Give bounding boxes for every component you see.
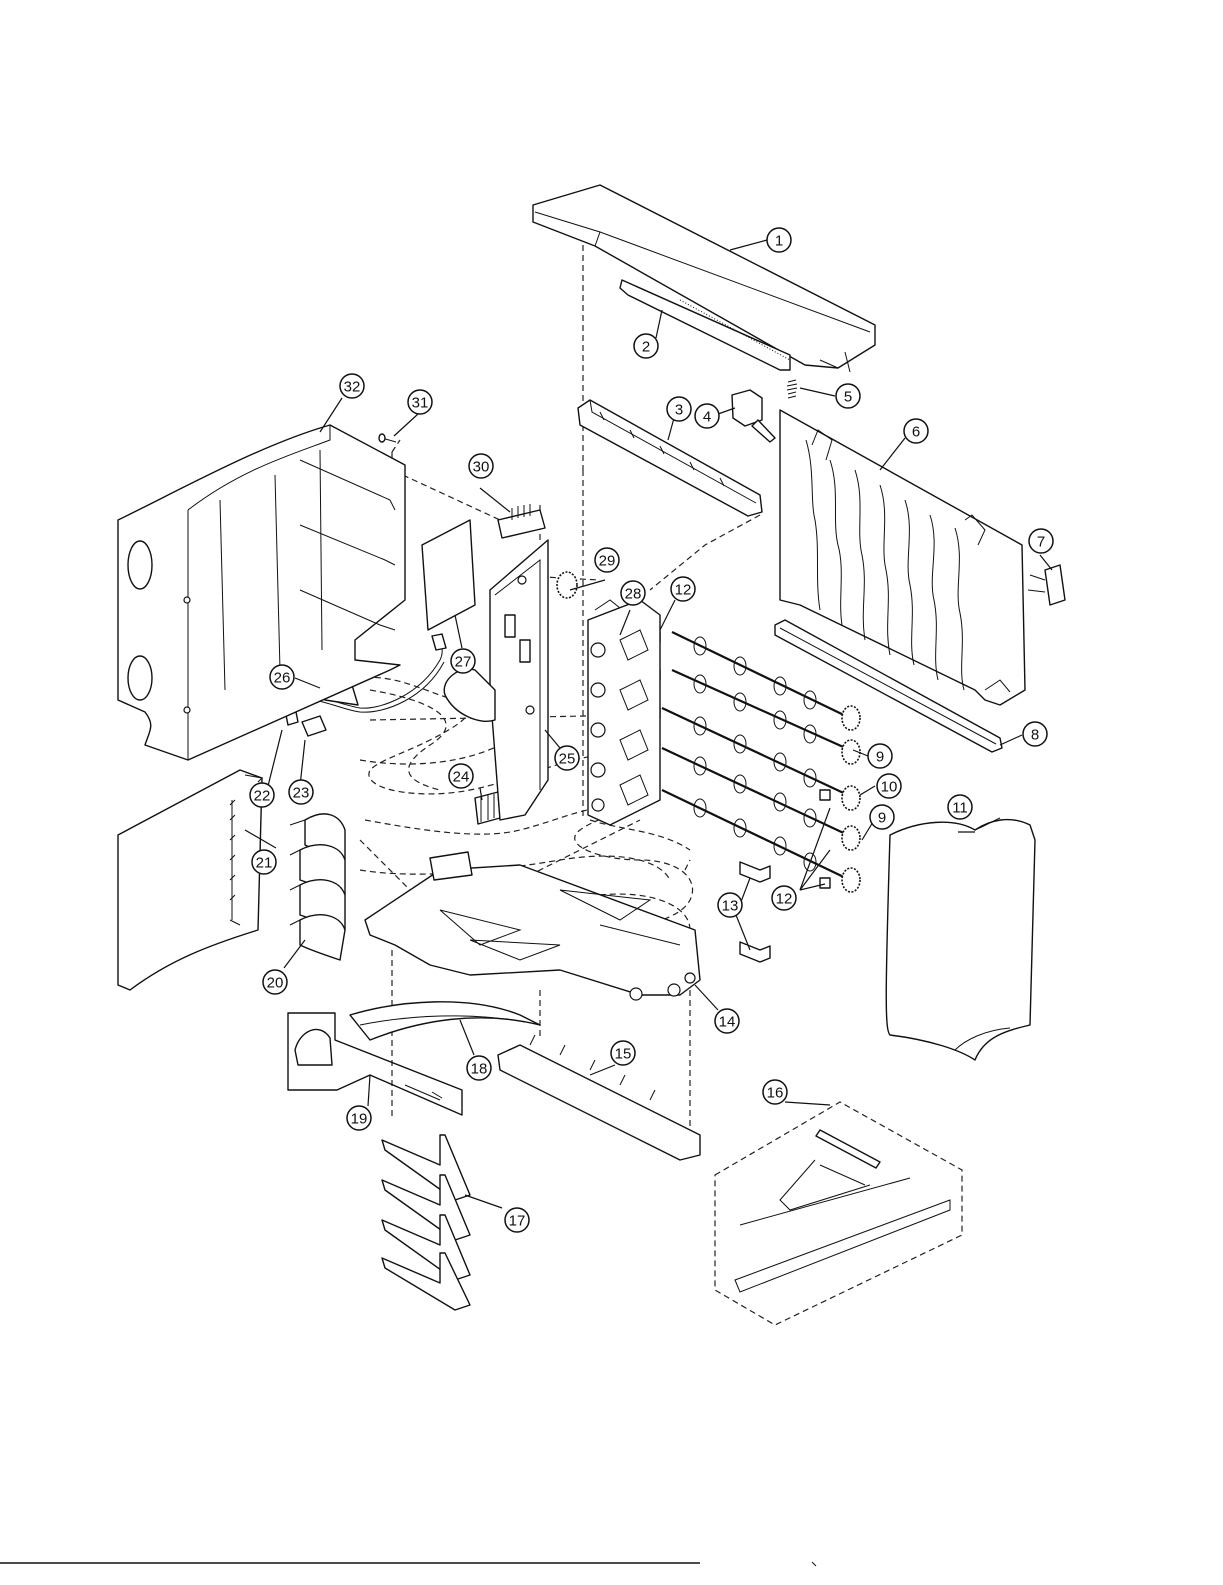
callout-27: 27 xyxy=(451,649,475,673)
sensor-parts xyxy=(740,862,770,962)
callout-number: 2 xyxy=(642,339,650,356)
callout-number: 10 xyxy=(881,779,898,796)
footer-rule xyxy=(0,1562,816,1566)
callout-18: 18 xyxy=(467,1056,491,1080)
callout-number: 26 xyxy=(274,670,291,687)
callout-12: 12 xyxy=(772,886,796,910)
callout-15: 15 xyxy=(611,1041,635,1065)
callout-number: 22 xyxy=(254,788,271,805)
bottom-guide-part xyxy=(498,1035,700,1160)
connector-block-part xyxy=(498,504,545,538)
callout-31: 31 xyxy=(408,390,432,414)
callout-number: 15 xyxy=(615,1046,632,1063)
callout-number: 17 xyxy=(509,1213,526,1230)
callout-number: 7 xyxy=(1037,534,1045,551)
callout-24: 24 xyxy=(449,764,473,788)
callout-29: 29 xyxy=(595,548,619,572)
callout-11: 11 xyxy=(948,795,972,819)
kit-box-part xyxy=(715,1102,962,1325)
right-side-door-part xyxy=(886,818,1035,1060)
spring-part xyxy=(787,380,797,398)
callout-number: 9 xyxy=(878,810,886,827)
callout-number: 4 xyxy=(703,409,711,426)
callout-number: 5 xyxy=(844,389,852,406)
callout-3: 3 xyxy=(667,397,691,421)
top-cover-part xyxy=(533,185,875,372)
callout-21: 21 xyxy=(252,850,276,874)
callout-6: 6 xyxy=(904,419,928,443)
callout-9: 9 xyxy=(870,805,894,829)
callout-7: 7 xyxy=(1029,529,1053,553)
callout-number: 12 xyxy=(776,891,793,908)
roller-shafts xyxy=(650,632,860,892)
callout-1: 1 xyxy=(767,228,791,252)
callout-number: 29 xyxy=(599,553,616,570)
callout-8: 8 xyxy=(1023,722,1047,746)
callout-23: 23 xyxy=(289,780,313,804)
callout-number: 18 xyxy=(471,1061,488,1078)
clip-part xyxy=(1028,565,1065,605)
stacked-flaps-part xyxy=(290,814,345,960)
wire-guide-parts xyxy=(382,1135,470,1310)
callout-number: 31 xyxy=(412,395,429,412)
left-cover-panel-part xyxy=(118,770,262,990)
callout-number: 13 xyxy=(722,898,739,915)
callout-14: 14 xyxy=(715,1009,739,1033)
callout-16: 16 xyxy=(763,1080,787,1104)
callout-number: 30 xyxy=(473,459,490,476)
callout-number: 16 xyxy=(767,1085,784,1102)
callout-20: 20 xyxy=(263,970,287,994)
callout-number: 23 xyxy=(293,785,310,802)
callout-25: 25 xyxy=(555,746,579,770)
callout-32: 32 xyxy=(340,374,364,398)
callout-17: 17 xyxy=(505,1208,529,1232)
curved-guide-part xyxy=(350,1002,540,1040)
circuit-board-part xyxy=(422,520,475,630)
left-housing-part xyxy=(118,425,405,760)
connector-part xyxy=(475,792,500,824)
callout-number: 14 xyxy=(719,1014,736,1031)
callout-number: 11 xyxy=(952,800,968,817)
callout-number: 1 xyxy=(775,233,783,250)
callout-number: 21 xyxy=(256,855,273,872)
callout-number: 24 xyxy=(453,769,470,786)
callout-28: 28 xyxy=(621,581,645,605)
callout-26: 26 xyxy=(270,665,294,689)
callout-number: 19 xyxy=(351,1111,368,1128)
callout-2: 2 xyxy=(634,334,658,358)
callout-number: 28 xyxy=(625,586,642,603)
callout-number: 6 xyxy=(912,424,920,441)
callout-30: 30 xyxy=(469,454,493,478)
callout-5: 5 xyxy=(836,384,860,408)
deflector-plate-part xyxy=(780,410,1025,705)
callout-number: 9 xyxy=(876,749,884,766)
alignment-lines xyxy=(345,215,760,1135)
callout-number: 25 xyxy=(559,751,576,768)
callout-19: 19 xyxy=(347,1106,371,1130)
callout-number: 32 xyxy=(344,379,361,396)
callout-22: 22 xyxy=(250,783,274,807)
screw-part xyxy=(379,434,396,442)
callout-10: 10 xyxy=(877,774,901,798)
callout-number: 8 xyxy=(1031,727,1039,744)
callout-number: 3 xyxy=(675,402,683,419)
small-bracket-part xyxy=(732,390,775,442)
callout-4: 4 xyxy=(695,404,719,428)
callout-12: 12 xyxy=(671,577,695,601)
callout-number: 27 xyxy=(455,654,472,671)
callout-9: 9 xyxy=(868,744,892,768)
callout-number: 20 xyxy=(267,975,284,992)
side-plate-part xyxy=(588,600,660,825)
callout-number: 12 xyxy=(675,582,692,599)
callout-13: 13 xyxy=(718,893,742,917)
